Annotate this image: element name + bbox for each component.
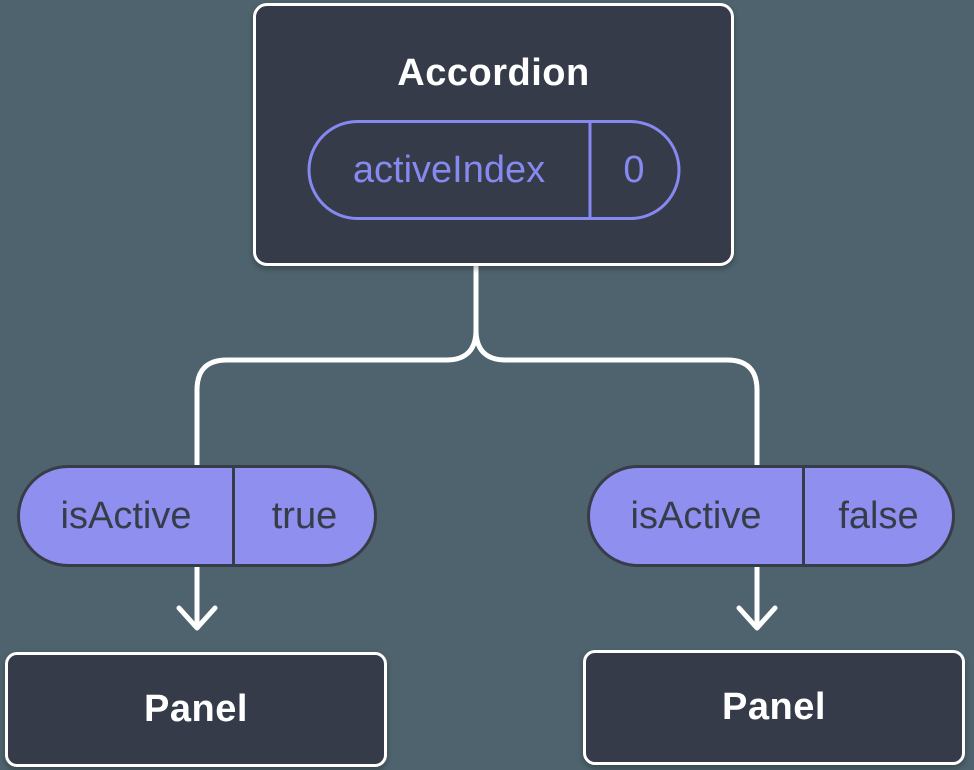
panel-node-right-title: Panel [722,686,826,728]
connector-right-path [473,261,760,629]
prop-key-right: isActive [590,468,805,564]
prop-key-left: isActive [20,468,235,564]
state-value: 0 [623,148,645,191]
arrowhead-down-right-icon [736,605,778,631]
state-key: activeIndex [310,123,591,217]
panel-node-left-title: Panel [144,688,248,730]
panel-node-right: Panel [583,650,965,765]
prop-value-right: false [838,494,919,537]
prop-pill-left: isActive true [17,465,377,567]
state-pill: activeIndex 0 [307,120,680,220]
accordion-node-title: Accordion [397,52,590,94]
prop-pill-right: isActive false [587,465,955,567]
panel-node-left: Panel [5,652,387,767]
arrowhead-down-left-icon [176,605,218,631]
accordion-node: Accordion activeIndex 0 [253,3,734,266]
prop-value-left: true [271,494,338,537]
connector-left-path [194,261,479,629]
